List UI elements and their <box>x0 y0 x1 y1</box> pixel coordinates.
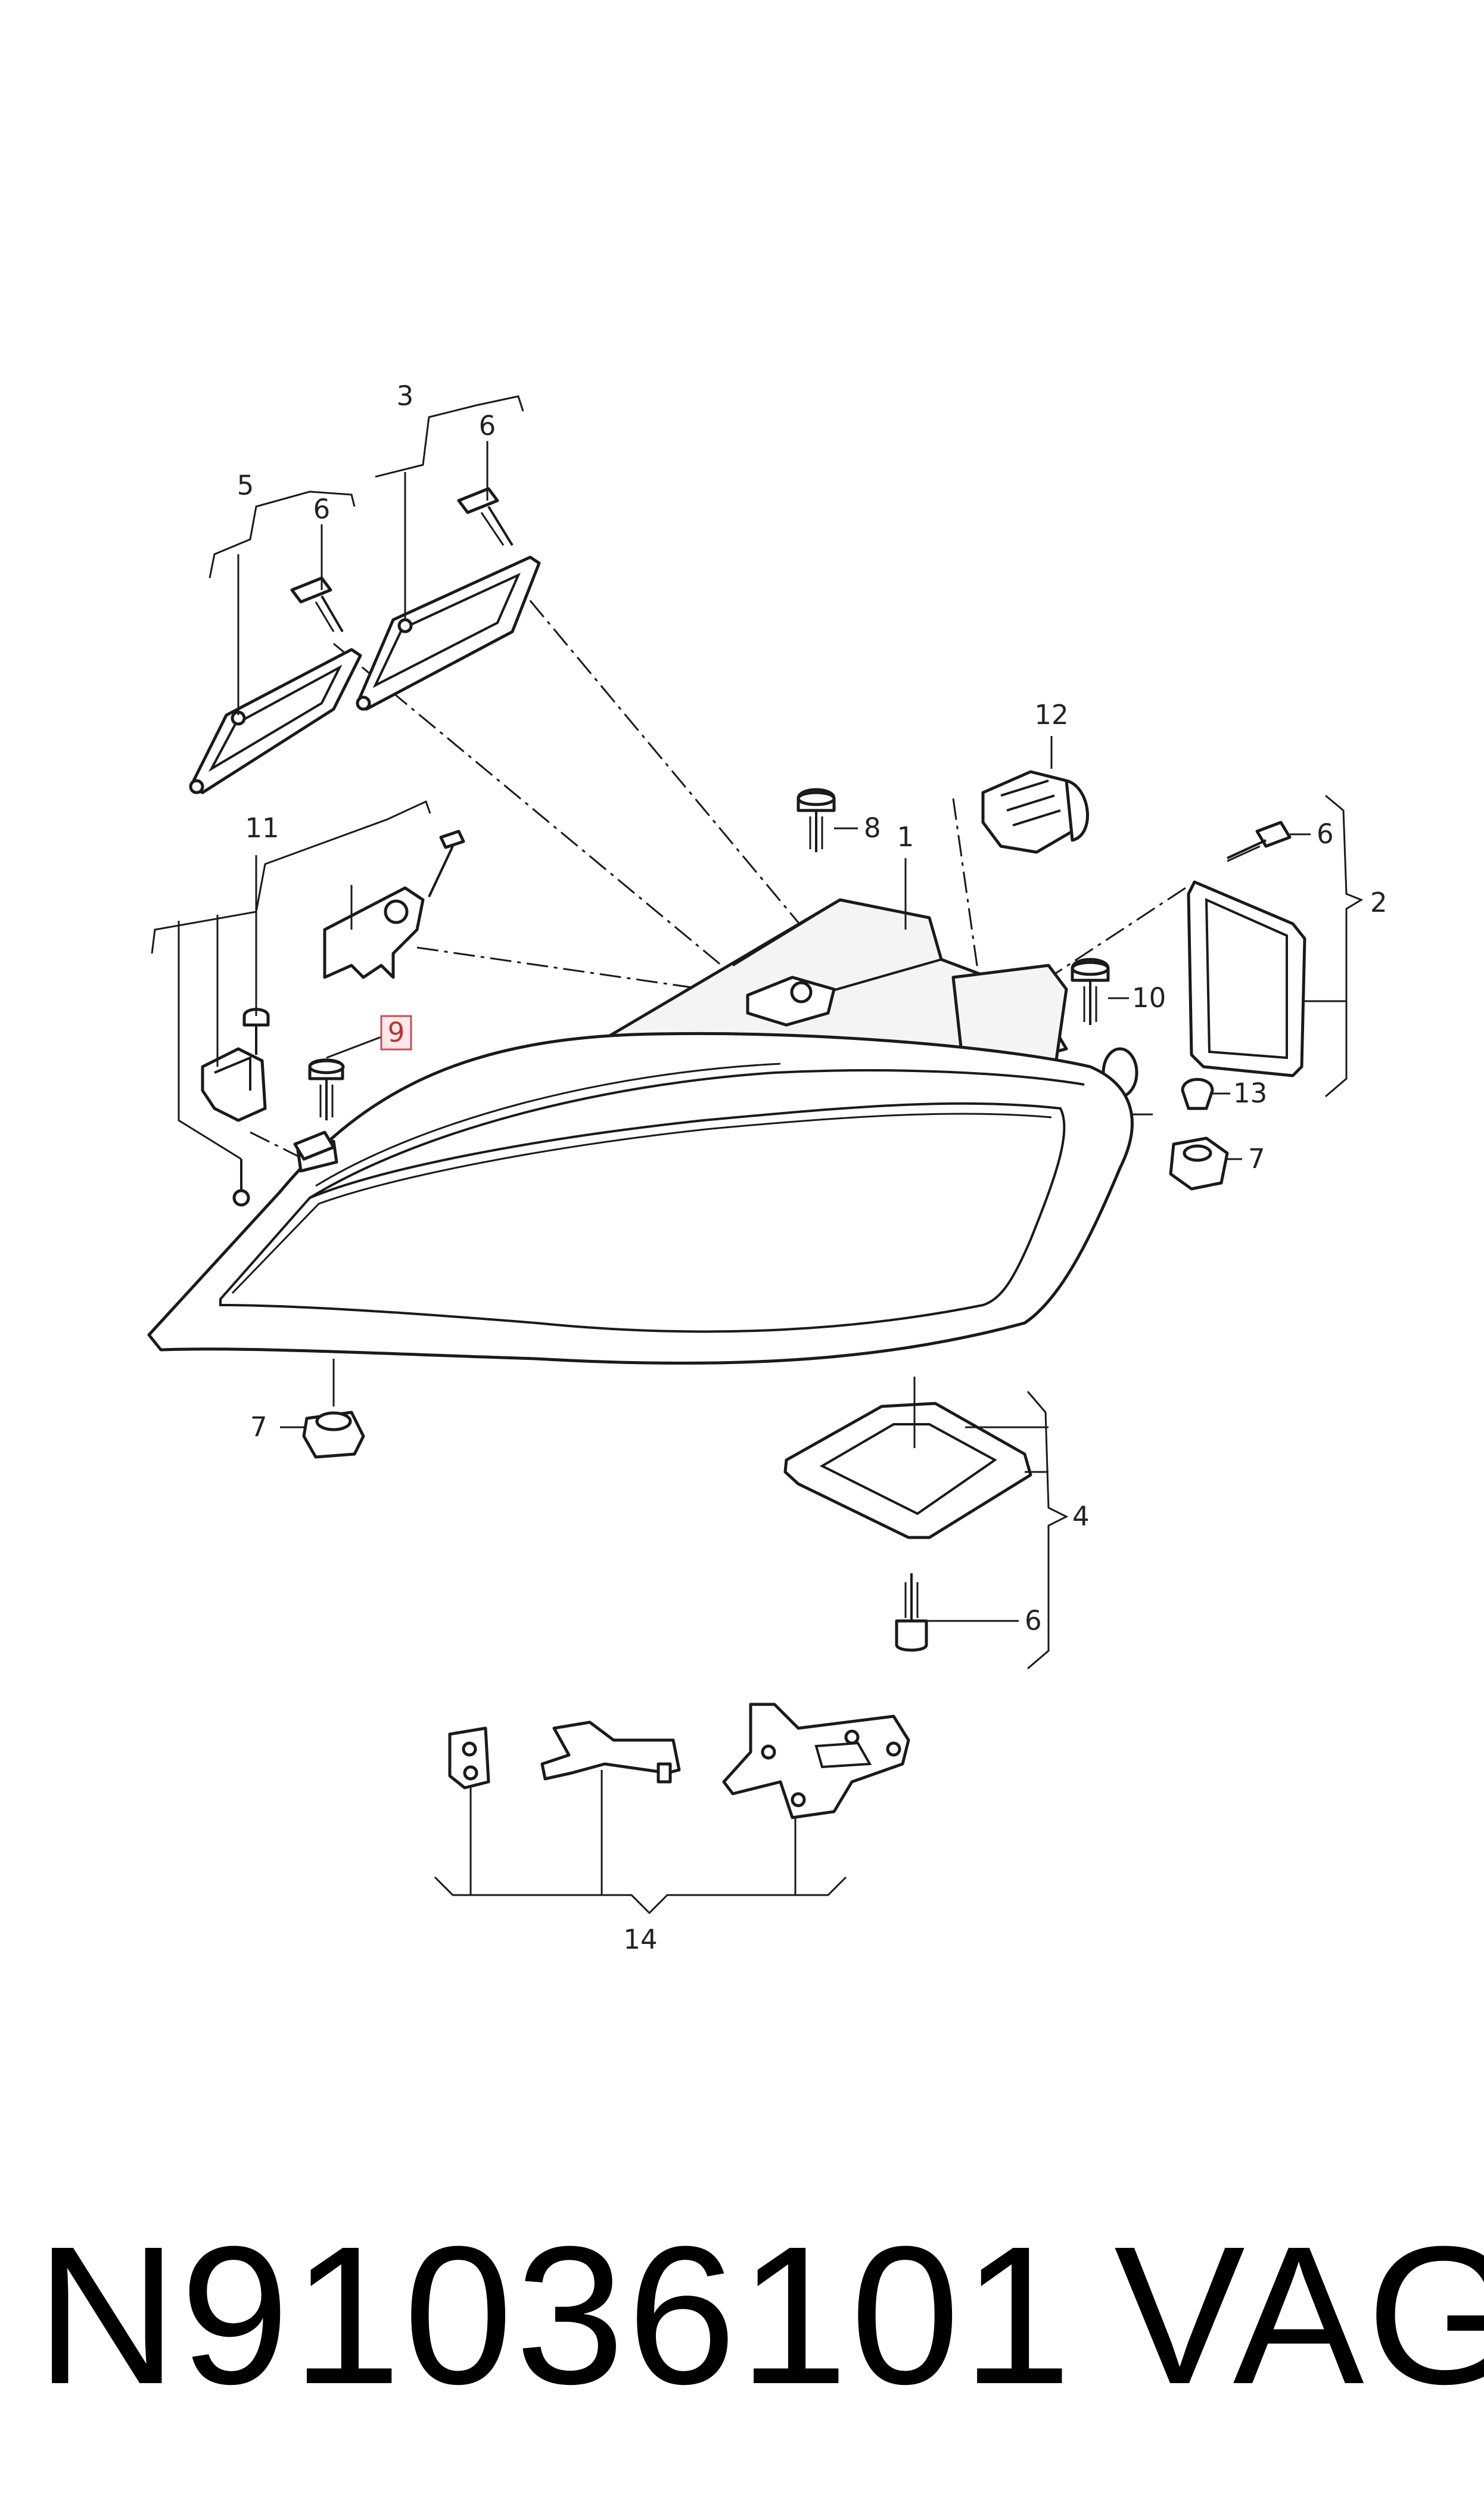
brand-name: VAG <box>1114 2205 1484 2425</box>
callout-14: 14 <box>623 1924 657 1955</box>
callout-10: 10 <box>1132 982 1166 1014</box>
part-number: N91036101 <box>36 2205 1074 2425</box>
callout-9-highlight-box <box>380 1015 412 1051</box>
callout-9[interactable]: 9 <box>388 1017 405 1048</box>
bracket-part-11 <box>201 830 465 1207</box>
brackets-part-14 <box>448 1703 910 1819</box>
control-module-part-2 <box>1187 821 1306 1077</box>
callout-5: 5 <box>237 470 254 501</box>
callout-6-unit-4: 6 <box>1025 1605 1042 1636</box>
callout-13: 13 <box>1233 1077 1267 1109</box>
callout-3: 3 <box>397 380 414 412</box>
connector-part-12 <box>981 770 1089 854</box>
cover-part-3 <box>356 487 541 711</box>
callout-12: 12 <box>1034 699 1068 731</box>
callout-6-cover-3: 6 <box>479 410 496 442</box>
leader-lines <box>151 395 1364 1915</box>
bolt-part-10 <box>1071 958 1110 1025</box>
callout-2: 2 <box>1370 887 1387 918</box>
callout-4: 4 <box>1072 1501 1090 1532</box>
headlight-exploded-diagram: 3 6 5 6 12 8 1 6 11 2 10 9 13 7 7 4 6 14 <box>147 380 1387 1955</box>
grommet-part-7-right <box>1169 1136 1229 1191</box>
headlight-housing <box>147 898 1138 1406</box>
callout-1: 1 <box>897 821 914 853</box>
callout-11: 11 <box>245 812 279 844</box>
control-unit-part-4 <box>783 1377 1032 1652</box>
callout-6-module-2: 6 <box>1317 818 1334 850</box>
callout-labels: 3 6 5 6 12 8 1 6 11 2 10 9 13 7 7 4 6 14 <box>237 380 1387 1955</box>
callout-7-right: 7 <box>1248 1143 1265 1175</box>
plug-part-13 <box>1181 1077 1214 1110</box>
grommet-part-7-left <box>302 1411 365 1459</box>
callout-7-left: 7 <box>250 1411 267 1443</box>
callout-6-cover-5: 6 <box>313 493 331 525</box>
bolt-part-8 <box>797 788 836 852</box>
callout-8: 8 <box>864 812 881 844</box>
cover-part-5 <box>189 576 362 794</box>
